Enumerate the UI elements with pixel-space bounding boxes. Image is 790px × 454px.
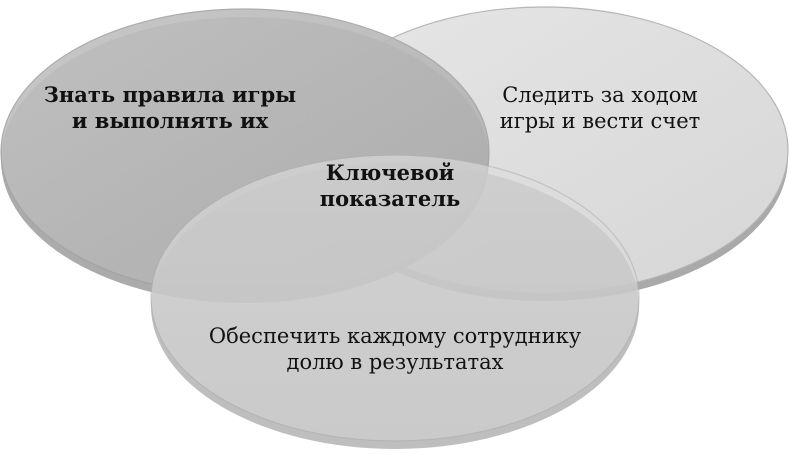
label-employee-share-line-1: Обеспечить каждому сотруднику [208, 324, 582, 348]
label-key-indicator-line-1: Ключевой [325, 160, 455, 185]
label-scorekeeping-line-1: Следить за ходом [502, 83, 698, 107]
label-scorekeeping-line-2: игры и вести счет [499, 109, 701, 134]
ellipse-bottom [150, 154, 640, 449]
label-scorekeeping: Следить за ходом игры и вести счет [470, 82, 730, 135]
label-key-indicator: Ключевой показатель [290, 160, 490, 213]
label-employee-share-line-2: долю в результатах [286, 350, 504, 375]
label-employee-share: Обеспечить каждому сотруднику долю в рез… [170, 323, 620, 376]
label-key-indicator-line-2: показатель [319, 186, 461, 212]
label-rules-line-1: Знать правила игры [43, 82, 297, 107]
label-rules-line-2: и выполнять их [71, 108, 269, 134]
label-rules: Знать правила игры и выполнять их [20, 82, 320, 135]
